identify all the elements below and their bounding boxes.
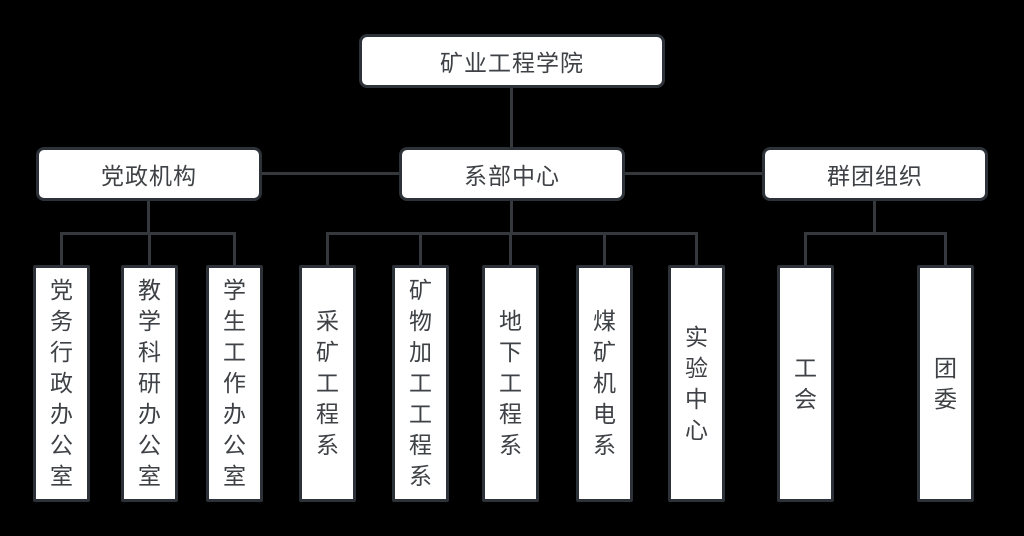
connector-center-to-right-branch bbox=[625, 172, 762, 175]
connector-drop-8 bbox=[695, 232, 698, 266]
connector-right-branch-bar bbox=[804, 232, 947, 235]
org-node-student-affairs-office: 学生工作办公室 bbox=[206, 265, 263, 502]
connector-drop-1 bbox=[60, 232, 63, 266]
connector-drop-7 bbox=[603, 232, 606, 266]
connector-mid-branch-bar bbox=[326, 232, 698, 235]
org-node-party-gov-branch: 党政机构 bbox=[36, 147, 262, 201]
org-node-youth-league: 团委 bbox=[917, 265, 974, 502]
org-node-label: 学生工作办公室 bbox=[223, 277, 246, 489]
org-node-label: 煤矿机电系 bbox=[593, 308, 616, 458]
org-node-mass-org-branch: 群团组织 bbox=[762, 147, 988, 201]
org-node-teaching-research-office: 教学科研办公室 bbox=[121, 265, 178, 502]
org-node-root: 矿业工程学院 bbox=[359, 34, 665, 88]
org-node-label: 实验中心 bbox=[685, 323, 708, 443]
connector-drop-10 bbox=[944, 232, 947, 266]
org-node-labor-union: 工会 bbox=[777, 265, 834, 502]
connector-drop-3 bbox=[233, 232, 236, 266]
connector-left-branch-stem bbox=[147, 200, 150, 234]
connector-center-to-left-branch bbox=[262, 172, 399, 175]
org-node-party-admin-office: 党务行政办公室 bbox=[33, 265, 90, 502]
org-node-label: 教学科研办公室 bbox=[138, 277, 161, 489]
connector-mid-branch-stem bbox=[510, 200, 513, 234]
org-node-mining-engineering-dept: 采矿工程系 bbox=[299, 265, 356, 502]
connector-right-branch-stem bbox=[873, 200, 876, 234]
org-node-underground-engineering-dept: 地下工程系 bbox=[482, 265, 539, 502]
org-node-root-label: 矿业工程学院 bbox=[440, 50, 584, 76]
connector-drop-9 bbox=[804, 232, 807, 266]
org-node-label: 群团组织 bbox=[827, 163, 923, 189]
org-node-label: 团委 bbox=[934, 354, 957, 412]
org-node-mineral-processing-dept: 矿物加工工程系 bbox=[392, 265, 449, 502]
connector-drop-6 bbox=[509, 232, 512, 266]
org-node-label: 党务行政办公室 bbox=[50, 277, 73, 489]
org-node-experiment-center: 实验中心 bbox=[668, 265, 725, 502]
org-node-label: 工会 bbox=[794, 354, 817, 412]
connector-drop-4 bbox=[326, 232, 329, 266]
org-node-label: 采矿工程系 bbox=[316, 308, 339, 458]
org-node-label: 系部中心 bbox=[464, 163, 560, 189]
connector-drop-2 bbox=[148, 232, 151, 266]
org-node-departments-branch: 系部中心 bbox=[399, 147, 625, 201]
org-node-label: 矿物加工工程系 bbox=[409, 277, 432, 489]
connector-root-to-center bbox=[510, 88, 513, 147]
org-node-label: 地下工程系 bbox=[499, 308, 522, 458]
org-node-coal-mine-mechatronics-dept: 煤矿机电系 bbox=[576, 265, 633, 502]
connector-drop-5 bbox=[419, 232, 422, 266]
org-node-label: 党政机构 bbox=[101, 163, 197, 189]
